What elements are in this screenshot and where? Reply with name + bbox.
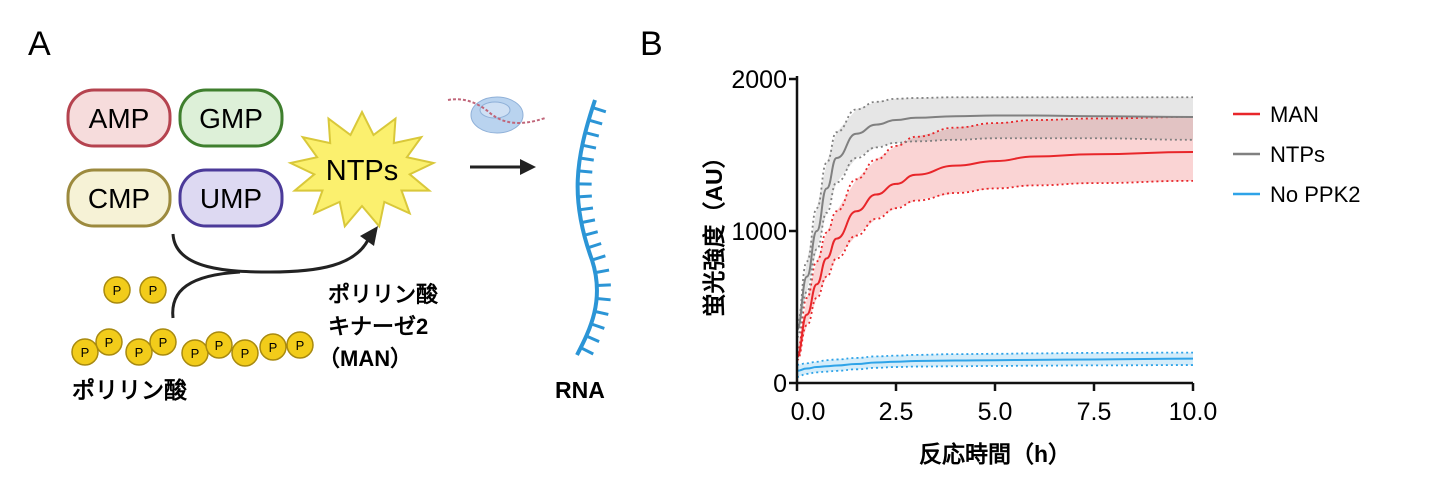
svg-text:P: P <box>81 345 90 360</box>
ntps-label: NTPs <box>326 155 399 187</box>
panel-b: B 0 1000 2000 0.0 2.5 5.0 7.5 10.0 MAN NTPs No PP… <box>640 25 1361 467</box>
arrowhead-icon <box>520 159 536 175</box>
x-tick-label: 2.5 <box>879 398 914 426</box>
rna-base-tick <box>586 336 599 342</box>
svg-text:P: P <box>149 283 158 298</box>
panel-b-label: B <box>640 25 663 63</box>
nucleotide-gmp: GMP <box>180 90 282 146</box>
rna-base-tick <box>589 120 602 124</box>
rna-base-tick <box>580 158 594 160</box>
polyphosphate-label: ポリリン酸 <box>72 377 188 403</box>
enzyme-label-line3: （MAN） <box>318 346 412 371</box>
phosphate-icon: P <box>96 329 122 355</box>
svg-text:P: P <box>296 338 305 353</box>
rna-label: RNA <box>555 377 605 403</box>
phosphate-icon: P <box>232 340 258 366</box>
enzyme-label-line2: キナーゼ2 <box>328 314 428 339</box>
rna-base-tick <box>578 171 592 172</box>
rna-base-tick <box>595 311 609 314</box>
enzyme-label-line1: ポリリン酸 <box>328 282 439 307</box>
legend-item-man: MAN <box>1233 102 1319 127</box>
x-axis-label: 反応時間（h） <box>919 441 1071 467</box>
x-tick-label: 7.5 <box>1077 398 1112 426</box>
phosphate-icon: P <box>260 334 286 360</box>
rna-base-tick <box>595 270 609 273</box>
nucleotide-group: AMP GMP CMP UMP <box>68 90 282 226</box>
phosphate-icon: P <box>72 339 98 365</box>
legend-item-no-ppk2: No PPK2 <box>1233 182 1361 207</box>
rna-base-tick <box>582 145 596 148</box>
svg-text:P: P <box>135 345 144 360</box>
y-axis-label: 蛍光強度（AU） <box>701 145 727 316</box>
nucleotide-label: AMP <box>89 103 150 134</box>
legend-label: MAN <box>1270 102 1319 127</box>
legend-label: NTPs <box>1270 142 1325 167</box>
rna-base-tick <box>593 108 606 112</box>
conversion-arrow <box>173 234 368 272</box>
rna-base-tick <box>578 196 592 197</box>
rna-base-tick <box>597 299 611 300</box>
phosphate-icon: P <box>140 277 166 303</box>
y-tick-label: 0 <box>773 370 787 398</box>
rna-base-tick <box>584 232 598 236</box>
phosphate-icon: P <box>287 332 313 358</box>
svg-text:P: P <box>113 283 122 298</box>
arrowhead-icon <box>360 226 378 246</box>
nucleotide-label: CMP <box>88 183 150 214</box>
svg-text:P: P <box>215 338 224 353</box>
phosphate-icon: P <box>150 329 176 355</box>
nucleotide-amp: AMP <box>68 90 170 146</box>
rna-base-tick <box>588 243 601 247</box>
svg-text:P: P <box>159 335 168 350</box>
legend-label: No PPK2 <box>1270 182 1361 207</box>
phosphate-icon: P <box>126 339 152 365</box>
nucleotide-label: UMP <box>200 183 262 214</box>
phosphate-icon: P <box>104 277 130 303</box>
x-tick-label: 10.0 <box>1169 398 1218 426</box>
legend: MAN NTPs No PPK2 <box>1233 102 1361 207</box>
chart: 0 1000 2000 0.0 2.5 5.0 7.5 10.0 MAN NTPs No PPK2… <box>701 66 1361 467</box>
phosphate-icon: P <box>182 340 208 366</box>
x-tick-label: 0.0 <box>791 398 826 426</box>
svg-text:P: P <box>105 335 114 350</box>
svg-text:P: P <box>269 340 278 355</box>
ntps-star: NTPs <box>291 112 434 226</box>
nucleotide-ump: UMP <box>180 170 282 226</box>
polyphosphate-arrow <box>173 272 240 318</box>
phosphate-icon: P <box>206 332 232 358</box>
x-tick-label: 5.0 <box>978 398 1013 426</box>
rna-base-tick <box>592 256 605 260</box>
svg-text:P: P <box>191 346 200 361</box>
nucleotide-label: GMP <box>199 103 263 134</box>
rna-base-tick <box>581 348 593 354</box>
rna-base-tick <box>581 220 595 223</box>
rna-base-tick <box>597 285 611 286</box>
rna-strand-icon <box>577 100 597 355</box>
rna-base-tick <box>579 208 593 210</box>
y-tick-label: 2000 <box>731 66 787 94</box>
y-tick-label: 1000 <box>731 218 787 246</box>
nucleotide-cmp: CMP <box>68 170 170 226</box>
panel-a-label: A <box>28 25 51 63</box>
svg-text:P: P <box>241 346 250 361</box>
rna-base-tick <box>585 133 599 136</box>
rna-base-tick <box>591 324 604 329</box>
ribosome-icon <box>448 97 545 133</box>
legend-item-ntps: NTPs <box>1233 142 1325 167</box>
